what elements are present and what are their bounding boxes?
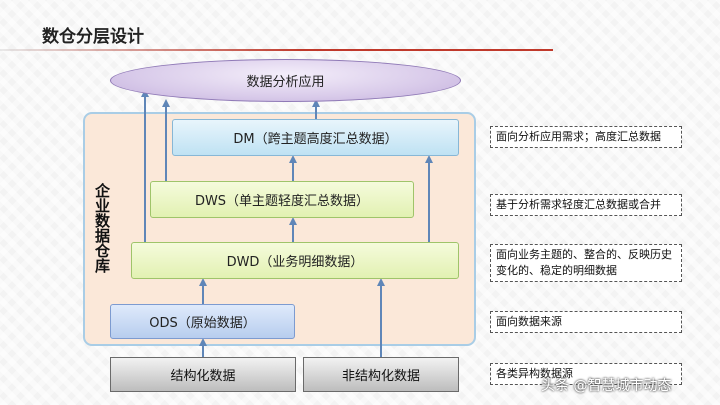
description-dm: 面向分析应用需求；高度汇总数据 bbox=[490, 126, 682, 148]
title-divider bbox=[0, 49, 553, 51]
page-title: 数仓分层设计 bbox=[42, 27, 144, 47]
description-sources: 各类异构数据源 bbox=[490, 363, 682, 385]
layer-dm: DM（跨主题高度汇总数据） bbox=[172, 119, 459, 156]
watermark: 头条 @智慧城市动态 bbox=[541, 378, 672, 394]
description-dws: 基于分析需求轻度汇总数据或合并 bbox=[490, 194, 682, 216]
warehouse-label: 企业数据仓库 bbox=[93, 183, 111, 273]
data-analysis-application: 数据分析应用 bbox=[110, 59, 461, 102]
layer-ods: ODS（原始数据） bbox=[110, 304, 295, 339]
layer-dws: DWS（单主题轻度汇总数据） bbox=[150, 181, 414, 218]
source-structured: 结构化数据 bbox=[110, 357, 296, 392]
layer-dwd: DWD（业务明细数据） bbox=[131, 242, 459, 279]
description-dwd: 面向业务主题的、整合的、反映历史变化的、稳定的明细数据 bbox=[490, 244, 682, 282]
source-unstructured: 非结构化数据 bbox=[303, 357, 459, 392]
description-ods: 面向数据来源 bbox=[490, 311, 682, 333]
